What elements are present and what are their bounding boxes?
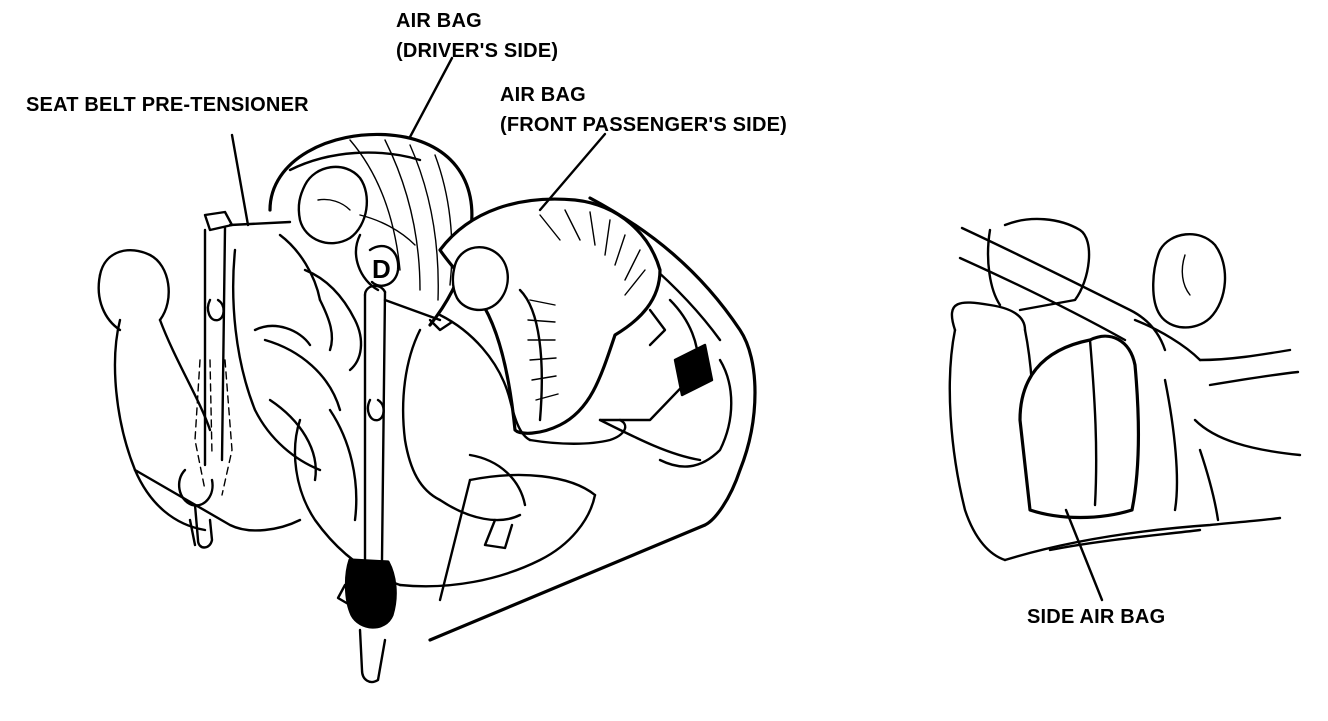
label-driver-airbag-line2: (DRIVER'S SIDE) (396, 40, 559, 62)
leader-side-airbag (1064, 508, 1104, 602)
front-cabin-illustration: D (97, 56, 757, 684)
passenger-airbag (438, 197, 662, 435)
svg-text:D: D (372, 254, 391, 284)
label-driver-airbag-line1: AIR BAG (396, 10, 482, 32)
driver-seat (97, 248, 302, 532)
label-passenger-airbag-line1: AIR BAG (500, 84, 586, 106)
label-passenger-airbag-line2: (FRONT PASSENGER'S SIDE) (500, 114, 787, 136)
leader-pretensioner (230, 133, 250, 227)
passenger-dummy (401, 246, 627, 522)
label-side-airbag: SIDE AIR BAG (1027, 606, 1166, 628)
leader-driver-airbag (408, 56, 454, 139)
side-airbag-illustration (948, 217, 1302, 602)
driver-dummy (231, 165, 368, 482)
passenger-seat (293, 408, 597, 602)
left-seat-belt (177, 210, 292, 549)
label-pretensioner: SEAT BELT PRE-TENSIONER (26, 94, 309, 116)
center-seat-belt (336, 284, 442, 684)
leader-passenger-airbag (538, 132, 607, 212)
driver-airbag: D (268, 132, 474, 327)
